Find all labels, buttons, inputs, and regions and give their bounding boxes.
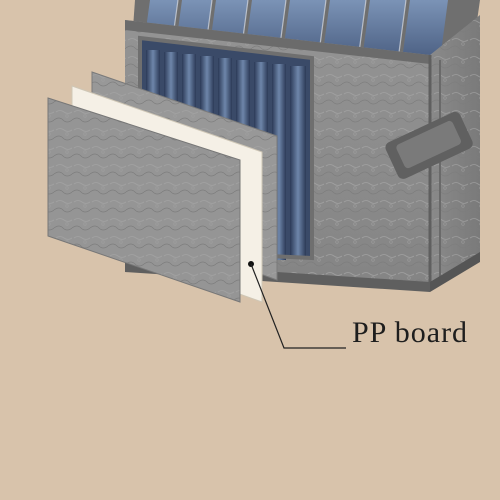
- callout-pointer: [248, 261, 346, 349]
- pp-board-label: PP board: [352, 316, 469, 349]
- box-handle: [385, 111, 473, 179]
- layer-explosion: [47, 71, 278, 303]
- box-front-binding: [125, 20, 430, 64]
